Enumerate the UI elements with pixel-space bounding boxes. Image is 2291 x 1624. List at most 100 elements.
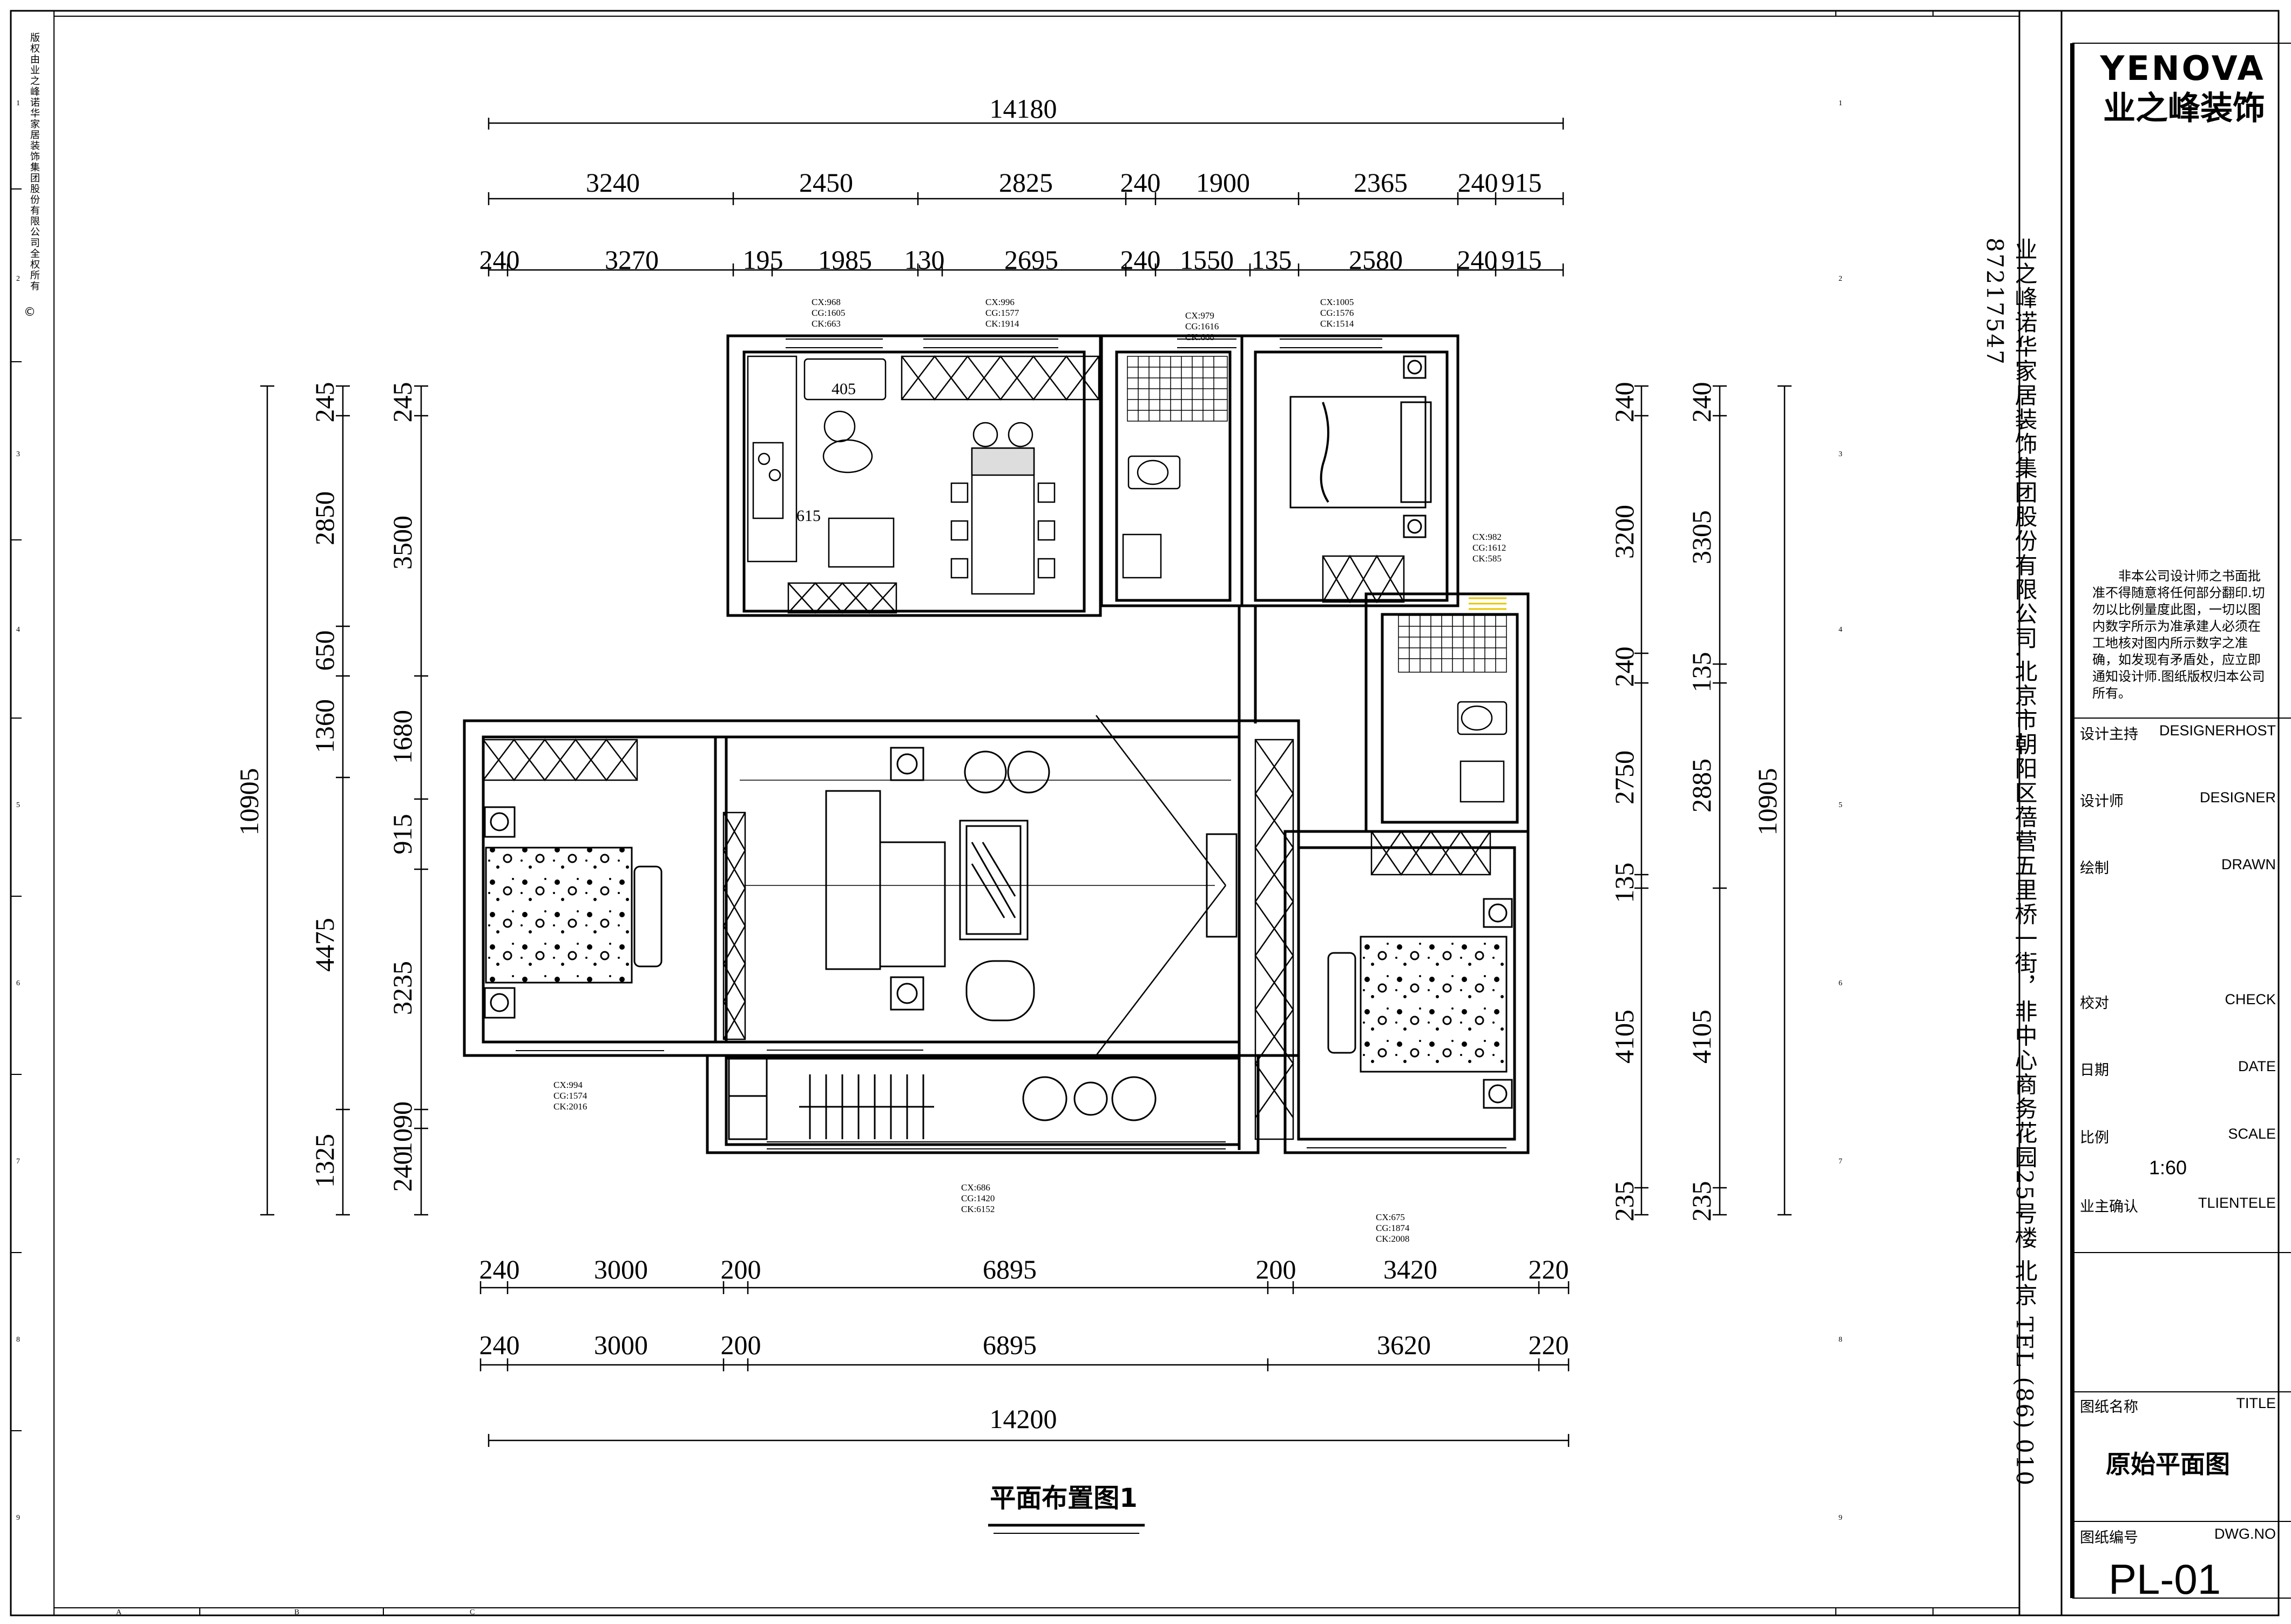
dimension-label: 2850 (309, 491, 340, 545)
row-tick-label: 1 (1839, 99, 1842, 107)
window-tags: CX:968CG:1605CK:663CX:996CG:1577CK:1914C… (553, 297, 1506, 1244)
dimension-label: 200 (721, 1254, 761, 1284)
title-block-label-cn: 设计师 (2080, 793, 2124, 810)
caption-underline (988, 1524, 1145, 1534)
dimension-label: 1360 (309, 699, 340, 753)
company-address: 业之峰诺华家居装饰集团股份有限公司.北京市朝阳区蓓营五里桥一街，非中心商务花园2… (1982, 238, 2038, 1487)
row-tick-label: 6 (16, 979, 20, 987)
dimension-label: 6895 (983, 1254, 1037, 1284)
dimension-label: 240 (1457, 245, 1498, 275)
drawing-number: PL-01 (2108, 1555, 2221, 1603)
dimension-label: 2825 (999, 167, 1053, 198)
dimension-label: 2580 (1349, 245, 1403, 275)
dimension-label: 1900 (1196, 167, 1250, 198)
title-block-label-en: DRAWN (2221, 856, 2276, 872)
window-tag-line: CX:994 (553, 1080, 583, 1090)
dimension-label: 14180 (990, 93, 1057, 124)
kitchen-dining-outer (726, 334, 1102, 617)
dimension-label: 130 (904, 245, 945, 275)
sink-dimension: 405 (832, 380, 856, 398)
copyright-notice: 非本公司设计师之书面批准不得随意将任何部分翻印.切勿以比例量度此图，一切以图内数… (2092, 569, 2265, 701)
title-block-label-en: DESIGNER (2199, 789, 2276, 806)
left-dimension-lines (260, 385, 428, 1216)
window-tag-line: CX:968 (812, 297, 841, 307)
scale-value: 1:60 (2149, 1156, 2187, 1179)
dimension-label: 650 (309, 631, 340, 671)
right-total-dim: 10905 (1752, 768, 1782, 836)
window-tag-line: CX:982 (1472, 532, 1502, 542)
bedroom-1-bed (484, 806, 663, 1019)
bathroom-fixtures (1122, 455, 1508, 803)
walls (463, 334, 1530, 1154)
dimension-label: 2750 (1609, 750, 1639, 804)
bottom-dimension-lines (479, 1281, 1570, 1447)
window-tag-line: CG:1612 (1472, 543, 1506, 553)
top-dim-ticks (488, 192, 1564, 276)
dimension-label: 220 (1529, 1254, 1569, 1284)
dimension-label: 3000 (594, 1254, 648, 1284)
title-block-label-cn: 比例 (2080, 1129, 2109, 1146)
dimension-label: 3305 (1686, 510, 1716, 564)
title-block-label-cn: 业主确认 (2080, 1199, 2138, 1215)
cabinets (482, 355, 1491, 1140)
window-tag-line: CX:686 (961, 1182, 990, 1193)
title-block-label-en: DWG.NO (2214, 1526, 2276, 1542)
dimension-label: 14200 (990, 1404, 1057, 1434)
title-block-label-cn: 设计主持 (2080, 726, 2138, 743)
dimension-label: 135 (1252, 245, 1292, 275)
dimension-label: 245 (387, 382, 417, 423)
right-dimension-lines (1634, 385, 1792, 1216)
row-tick-label: 2 (1839, 275, 1842, 283)
dimension-label: 1090 (387, 1101, 417, 1155)
top-total-dim: 14180 (990, 93, 1057, 124)
dimension-label: 240 (387, 1152, 417, 1192)
dimension-label: 1985 (818, 245, 872, 275)
dimension-label: 2885 (1686, 759, 1716, 813)
window-tag-line: CX:996 (985, 297, 1015, 307)
title-block-label-cn: 绘制 (2080, 860, 2109, 877)
copyright-side-note: 版权由业之峰诺华家居装饰集团股份有限公司全权所有 (29, 32, 40, 292)
dimension-label: 235 (1686, 1181, 1716, 1222)
bathroom-2-inner (1381, 613, 1519, 824)
window-tag-line: CG:1420 (961, 1193, 995, 1203)
dimension-label: 10905 (234, 768, 264, 836)
window-tag-line: CG:1616 (1185, 321, 1219, 331)
title-block-label-cn: 日期 (2080, 1062, 2109, 1079)
row-tick-label: 4 (1839, 626, 1842, 634)
window-tag-line: CG:1605 (812, 308, 845, 318)
title-block-label-cn: 校对 (2080, 995, 2109, 1012)
dimension-label: 240 (1120, 245, 1161, 275)
window-tag-line: CK:668 (1185, 332, 1214, 342)
window-tag-line: CG:1576 (1320, 308, 1354, 318)
window-tag-line: CG:1577 (985, 308, 1019, 318)
row-tick-label: 7 (16, 1158, 20, 1166)
dimension-label: 3500 (387, 516, 417, 570)
row-tick-label: 7 (1839, 1158, 1842, 1166)
dimension-label: 1680 (387, 710, 417, 764)
left-total-dim: 10905 (234, 768, 264, 836)
dimension-label: 240 (1120, 167, 1161, 198)
window-tag-line: CG:1574 (553, 1091, 587, 1101)
brand-logo-en: YENOVA (2100, 49, 2266, 88)
dimension-label: 235 (1609, 1181, 1639, 1222)
row-tick-label: 8 (16, 1336, 20, 1344)
figure-caption: 平面布置图1 (990, 1483, 1138, 1513)
row-tick-label: 4 (16, 626, 20, 634)
column-tick-label: C (470, 1608, 475, 1616)
dimension-label: 2365 (1354, 167, 1408, 198)
window-tag-line: CK:2008 (1376, 1234, 1409, 1244)
dimension-label: 3270 (605, 245, 659, 275)
dimension-label: 3620 (1377, 1330, 1431, 1360)
dimension-label: 915 (1502, 245, 1542, 275)
row-tick-label: 1 (16, 99, 20, 107)
dimension-label: 240 (479, 1330, 520, 1360)
column-tick-label: A (116, 1608, 122, 1616)
row-tick-label: 9 (16, 1514, 20, 1522)
dimension-label: 3000 (594, 1330, 648, 1360)
